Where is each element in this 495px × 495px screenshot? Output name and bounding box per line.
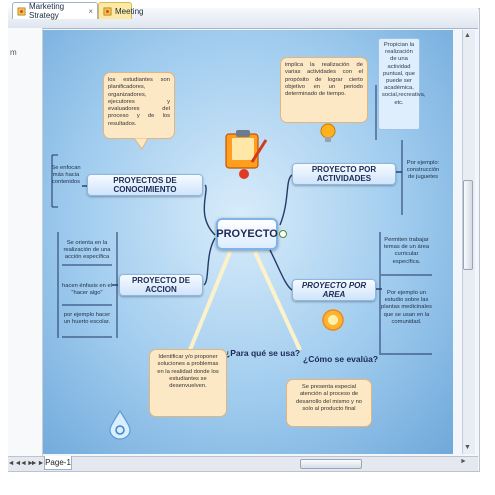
- callout-implica: implica la realización de varias activid…: [280, 57, 368, 123]
- next-page-button[interactable]: ►: [27, 459, 34, 467]
- note-juguetes: Por ejemplo: construcción de juguetes: [406, 160, 440, 181]
- note-orienta: Se orienta en la realización de una acci…: [63, 240, 111, 261]
- lightbulb-icon: [320, 123, 336, 142]
- connector-como: [253, 251, 302, 351]
- connector-conocimiento: [203, 184, 216, 236]
- callout-identificar: Identificar y/o proponer soluciones a pr…: [149, 349, 227, 417]
- topic-proyecto-actividades[interactable]: PROYECTO POR ACTIVIDADES: [292, 163, 396, 185]
- last-page-button[interactable]: ►►: [30, 459, 45, 467]
- tab-label: Marketing Strategy: [29, 2, 65, 20]
- central-topic-proyecto[interactable]: PROYECTO: [216, 218, 278, 250]
- tab-label: Meeting: [115, 6, 144, 16]
- sun-icon: [322, 309, 344, 331]
- note-permiten: Permiten trabajar temas de un área curri…: [383, 237, 430, 265]
- question-como[interactable]: ¿Cómo se evalúa?: [303, 354, 379, 364]
- topic-proyecto-area[interactable]: PROYECTO POR AREA: [292, 279, 376, 301]
- water-drop-icon: [109, 410, 131, 440]
- callout-evalua: Se presenta especial atención al proceso…: [286, 379, 372, 427]
- note-plantas: Por ejemplo un estudio sobre las plantas…: [381, 290, 432, 325]
- scroll-up-arrow-icon[interactable]: ▲: [464, 32, 471, 39]
- horizontal-bar: [8, 456, 478, 471]
- tab-marketing-strategy[interactable]: Marketing Strategy ×: [12, 2, 98, 20]
- separator-accion: [62, 264, 112, 338]
- bracket-enfocan: [51, 154, 58, 208]
- mindmap-doc-icon: [103, 7, 112, 15]
- collapse-toggle[interactable]: [279, 230, 287, 238]
- connector-area: [269, 249, 293, 291]
- callout-pointer: [134, 138, 148, 150]
- side-panel: m: [8, 28, 43, 456]
- note-huerto: por ejemplo hacer un huerto escolar.: [63, 312, 111, 326]
- scroll-right-arrow-icon[interactable]: ►: [460, 458, 467, 465]
- separator-area: [381, 274, 432, 355]
- note-enfocan: Se enfocan más hacia contenidos: [51, 165, 81, 186]
- side-panel-indicator: m: [10, 48, 17, 57]
- scroll-down-arrow-icon[interactable]: ▼: [464, 444, 471, 451]
- tab-close-button[interactable]: ×: [88, 6, 93, 16]
- note-propician: Propician la realización de una activida…: [378, 38, 426, 130]
- horizontal-scroll-thumb[interactable]: [300, 459, 362, 469]
- mindmap-doc-icon: [17, 7, 26, 15]
- connector-actividades: [279, 174, 293, 226]
- project-clipboard-icon: [225, 130, 268, 179]
- note-enfasis: hacen énfasis en el "hacer algo": [62, 283, 112, 297]
- topic-proyectos-conocimiento[interactable]: PROYECTOS DE CONOCIMIENTO: [87, 174, 203, 196]
- first-page-button[interactable]: ◄◄: [7, 459, 22, 467]
- prev-page-button[interactable]: ◄: [20, 459, 27, 467]
- tab-meeting[interactable]: Meeting: [98, 2, 143, 19]
- topic-proyecto-accion[interactable]: PROYECTO DE ACCION: [119, 274, 203, 296]
- connector-para-que: [188, 251, 232, 351]
- connector-accion: [203, 237, 216, 286]
- question-para-que[interactable]: ¿Para qué se usa?: [225, 348, 301, 358]
- vertical-scroll-thumb[interactable]: [463, 180, 473, 270]
- page-tab[interactable]: Page-1: [44, 456, 72, 470]
- callout-estudiantes: los estudiantes son planificadores, orga…: [103, 72, 175, 139]
